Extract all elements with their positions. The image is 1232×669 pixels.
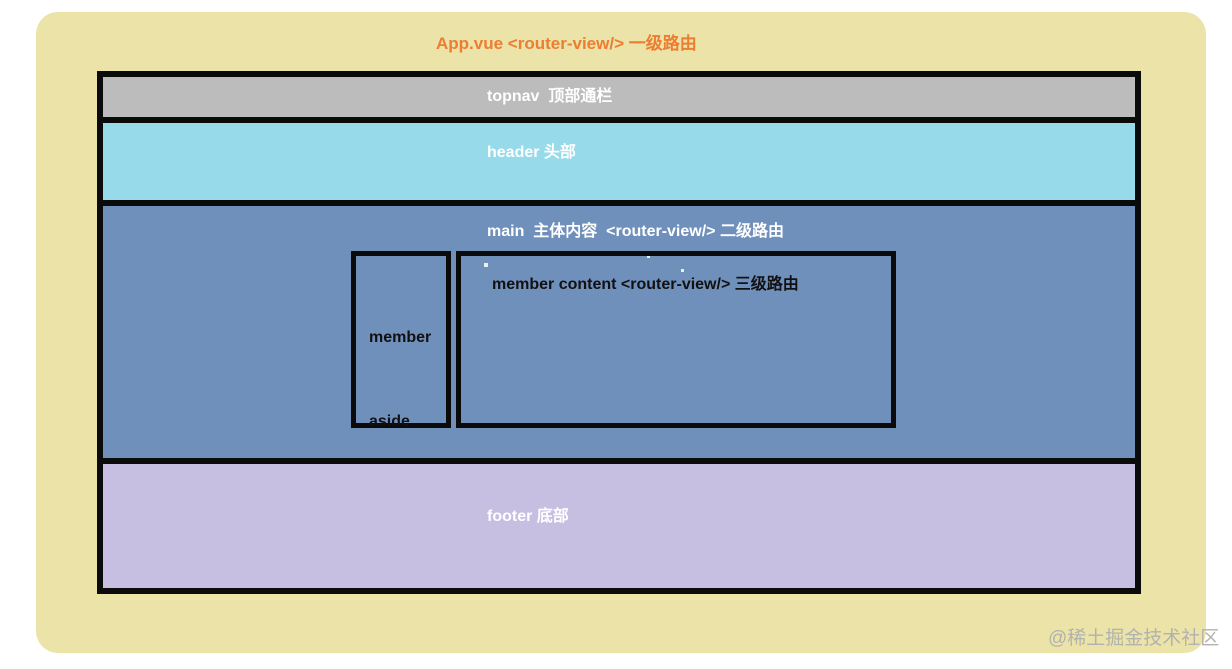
member-aside-label-line2: aside: [369, 413, 410, 430]
app-outer-box: topnav 顶部通栏 header 头部 main 主体内容 <router-…: [97, 71, 1141, 594]
member-content-box: member content <router-view/> 三级路由: [456, 251, 896, 428]
header-label: header 头部: [487, 144, 576, 161]
white-speck: [484, 263, 488, 267]
watermark-text: @稀土掘金技术社区: [1048, 628, 1220, 649]
member-content-label: member content <router-view/> 三级路由: [492, 276, 799, 293]
white-speck: [647, 256, 650, 258]
main-section: main 主体内容 <router-view/> 二级路由 member asi…: [103, 206, 1135, 458]
member-aside-box: member aside: [351, 251, 451, 430]
white-speck: [681, 269, 684, 272]
topnav-label: topnav 顶部通栏: [487, 88, 613, 105]
main-label: main 主体内容 <router-view/> 二级路由: [487, 223, 784, 240]
member-aside-label-line1: member: [369, 329, 432, 346]
footer-section: footer 底部: [103, 464, 1135, 588]
topnav-section: topnav 顶部通栏: [103, 77, 1135, 117]
header-section: header 头部: [103, 123, 1135, 200]
footer-label: footer 底部: [487, 508, 569, 525]
diagram-title: App.vue <router-view/> 一级路由: [436, 34, 697, 53]
